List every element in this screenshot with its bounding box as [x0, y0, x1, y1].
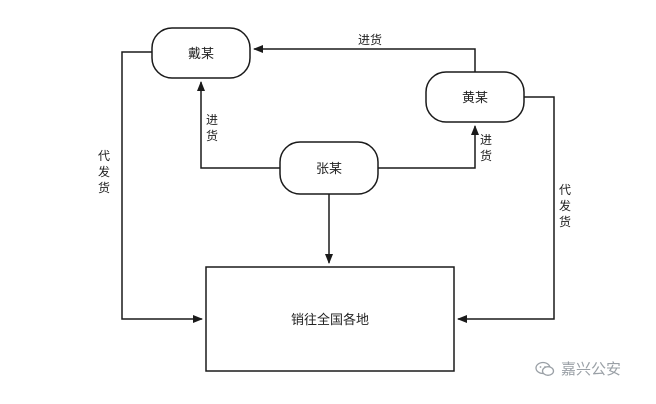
edge-huang-to-market: 代 发 货	[457, 96, 575, 323]
node-zhang: 张某	[279, 141, 379, 195]
edge-huang-to-dai-label: 进货	[358, 32, 382, 47]
edge-huang-to-market-char-2: 发	[559, 198, 571, 213]
edge-zhang-to-huang-label: 进 货	[480, 133, 496, 163]
wechat-icon	[535, 361, 555, 376]
watermark: 嘉兴公安	[535, 358, 621, 379]
edge-dai-to-market-char-1: 代	[98, 149, 110, 163]
edge-zhang-to-huang-char-1: 进	[480, 133, 492, 147]
edge-huang-to-dai: 进货	[253, 32, 476, 72]
edge-dai-to-market-char-3: 货	[98, 180, 110, 195]
edge-huang-to-market-char-3: 货	[559, 214, 571, 229]
edge-zhang-to-dai-char-2: 货	[206, 128, 218, 143]
edge-dai-to-market: 代 发 货	[98, 51, 203, 323]
edge-huang-to-market-char-1: 代	[559, 183, 571, 197]
watermark-text: 嘉兴公安	[561, 360, 622, 378]
edge-zhang-to-dai-label: 进 货	[206, 113, 222, 143]
edge-zhang-to-dai: 进 货	[197, 81, 280, 169]
edge-dai-to-market-label: 代 发 货	[98, 149, 114, 195]
edge-zhang-to-dai-char-1: 进	[206, 113, 218, 127]
node-zhang-label: 张某	[316, 162, 342, 177]
node-huang: 黄某	[425, 71, 525, 123]
edge-dai-to-market-char-2: 发	[98, 164, 110, 179]
node-dai: 戴某	[151, 27, 251, 79]
node-dai-label: 戴某	[188, 47, 214, 62]
edge-huang-to-market-label: 代 发 货	[559, 183, 575, 229]
node-market-label: 销往全国各地	[291, 312, 369, 328]
node-market: 销往全国各地	[205, 266, 455, 372]
edge-zhang-to-huang: 进 货	[378, 125, 496, 169]
node-huang-label: 黄某	[462, 91, 488, 106]
edge-zhang-to-huang-char-2: 货	[480, 148, 492, 163]
